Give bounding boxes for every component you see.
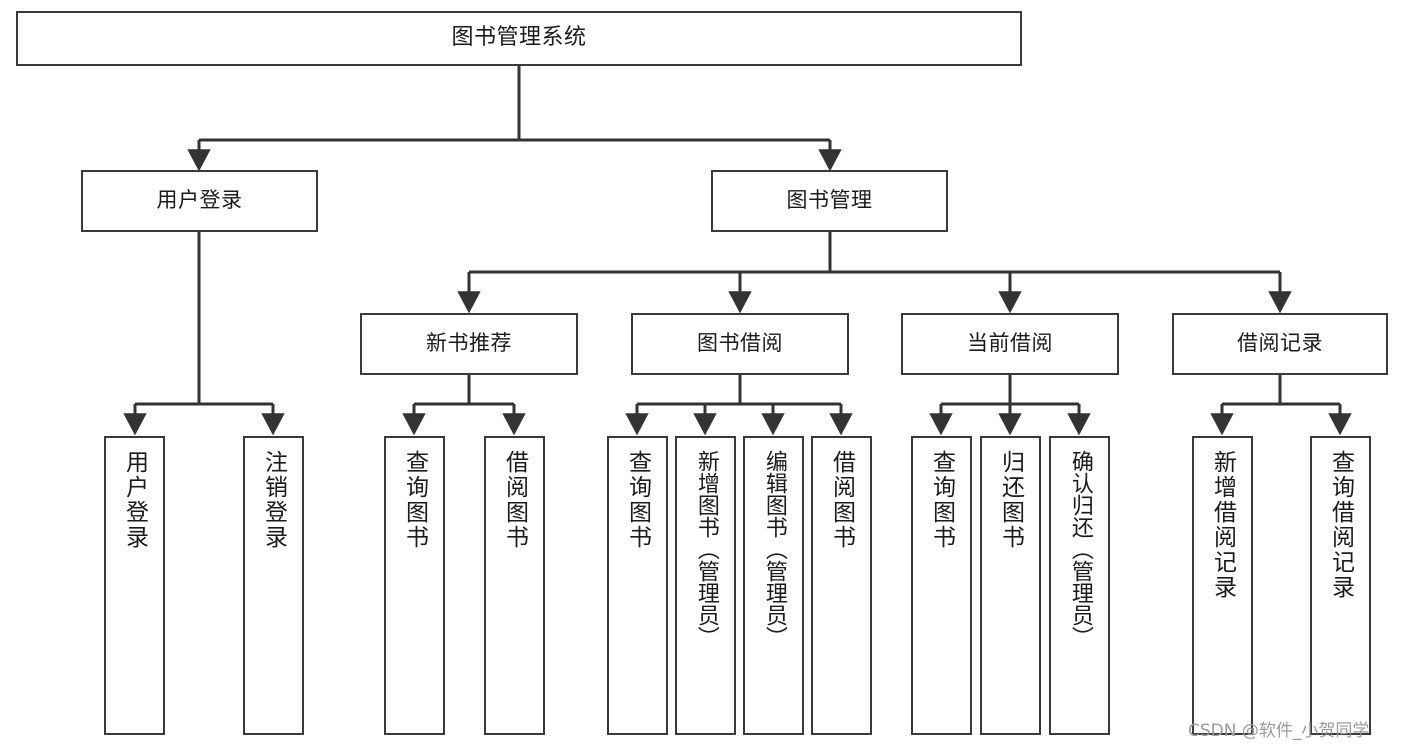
node-label: 归还图书	[997, 450, 1024, 550]
node-label: 查询图书	[928, 450, 955, 550]
node-label: 新增借阅记录	[1209, 450, 1236, 600]
node-label: 用户登录	[156, 188, 243, 213]
node-label: 当前借阅	[967, 331, 1053, 356]
leaf-query-book-recommend[interactable]: 查询图书	[384, 436, 445, 735]
node-book-borrow[interactable]: 图书借阅	[631, 313, 849, 375]
node-label: 借阅图书	[501, 450, 528, 550]
leaf-query-borrow-record[interactable]: 查询借阅记录	[1310, 436, 1371, 735]
node-label: 借阅记录	[1237, 331, 1323, 356]
leaf-borrow-book[interactable]: 借阅图书	[811, 436, 872, 735]
node-new-book-recommend[interactable]: 新书推荐	[360, 313, 578, 375]
leaf-add-borrow-record[interactable]: 新增借阅记录	[1192, 436, 1253, 735]
node-label: 用户登录	[121, 450, 148, 550]
node-label: 图书管理系统	[451, 25, 587, 51]
leaf-borrow-book-recommend[interactable]: 借阅图书	[484, 436, 545, 735]
leaf-return-book[interactable]: 归还图书	[980, 436, 1041, 735]
node-label: 新增图书（管理员）	[693, 450, 719, 648]
node-label: 确认归还（管理员）	[1067, 450, 1093, 648]
node-book-management[interactable]: 图书管理	[711, 170, 948, 232]
node-label: 编辑图书（管理员）	[761, 450, 787, 648]
leaf-query-book-borrow[interactable]: 查询图书	[607, 436, 668, 735]
leaf-logout[interactable]: 注销登录	[243, 436, 304, 735]
node-label: 图书管理	[786, 188, 873, 213]
node-root-system[interactable]: 图书管理系统	[16, 11, 1022, 66]
node-label: 新书推荐	[426, 331, 512, 356]
node-label: 图书借阅	[697, 331, 783, 356]
node-label: 查询图书	[401, 450, 428, 550]
leaf-query-book-current[interactable]: 查询图书	[911, 436, 972, 735]
node-current-borrow[interactable]: 当前借阅	[901, 313, 1119, 375]
node-label: 查询借阅记录	[1327, 450, 1354, 600]
node-borrow-record[interactable]: 借阅记录	[1172, 313, 1388, 375]
node-label: 借阅图书	[828, 450, 855, 550]
watermark: CSDN @软件_小贺同学	[1188, 721, 1370, 741]
leaf-edit-book-admin[interactable]: 编辑图书（管理员）	[743, 436, 804, 735]
leaf-confirm-return-admin[interactable]: 确认归还（管理员）	[1049, 436, 1110, 735]
node-user-login[interactable]: 用户登录	[81, 170, 318, 232]
node-label: 查询图书	[624, 450, 651, 550]
node-label: 注销登录	[260, 450, 287, 550]
leaf-add-book-admin[interactable]: 新增图书（管理员）	[675, 436, 736, 735]
leaf-user-login[interactable]: 用户登录	[104, 436, 165, 735]
